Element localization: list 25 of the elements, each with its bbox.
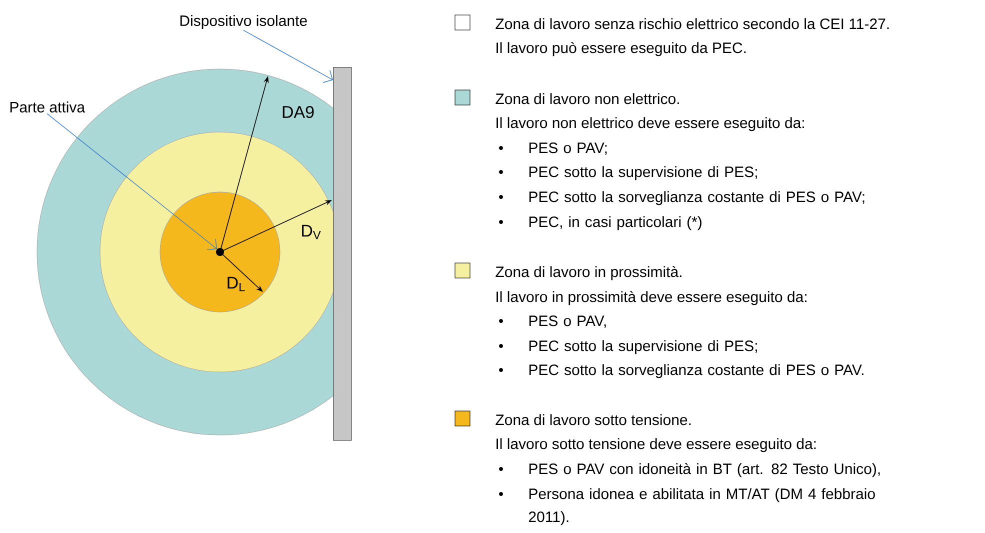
bullet-item: PEC sotto la supervisione di PES; xyxy=(529,166,757,180)
leader-line xyxy=(243,30,333,83)
legend-note: Il lavoro sotto tensione deve essere eseguito da: xyxy=(496,438,816,452)
legend-heading: Zona di lavoro in prossimità. xyxy=(496,266,682,280)
bullet-item: PEC sotto la sorveglianza costante di PES o PAV; xyxy=(529,191,864,206)
bullet-item: PES o PAV, xyxy=(529,316,606,328)
insulating-bar xyxy=(333,67,352,441)
legend-heading: Zona di lavoro sotto tensione. xyxy=(496,414,691,426)
bullet-item: PEC sotto la supervisione di PES; xyxy=(529,340,757,354)
bullet-item: PES o PAV; xyxy=(529,142,607,155)
legend-heading: Zona di lavoro senza rischio elettrico secondo la CEI 11-27. xyxy=(496,18,889,30)
callout-text: Parte attiva xyxy=(10,102,86,112)
bullet-item: PEC sotto la sorveglianza costante di PES o PAV. xyxy=(529,364,864,378)
dimension-label: DA9 xyxy=(282,106,314,118)
callout-text: Dispositivo isolante xyxy=(180,15,307,29)
legend-note: Il lavoro in prossimità deve essere eseguito da: xyxy=(496,290,806,306)
dimension-label: D$_{L}$ xyxy=(228,276,245,292)
legend-heading: Zona di lavoro non elettrico. xyxy=(496,93,679,104)
bullet-item: PES o PAV con idoneità in BT (art. 82 Testo Unico), xyxy=(529,462,880,478)
bullet-item: Persona idonea e abilitata in MT/AT (DM 4 febbraio 2011). xyxy=(528,488,875,526)
live-part-dot xyxy=(216,248,224,256)
bullet-item: PEC, in casi particolari (*) xyxy=(529,216,702,230)
legend-note: Il lavoro non elettrico deve essere eseguito da: xyxy=(496,117,804,132)
leader-line xyxy=(46,113,218,250)
legend-note: Il lavoro può essere eseguito da PEC. xyxy=(496,42,746,56)
